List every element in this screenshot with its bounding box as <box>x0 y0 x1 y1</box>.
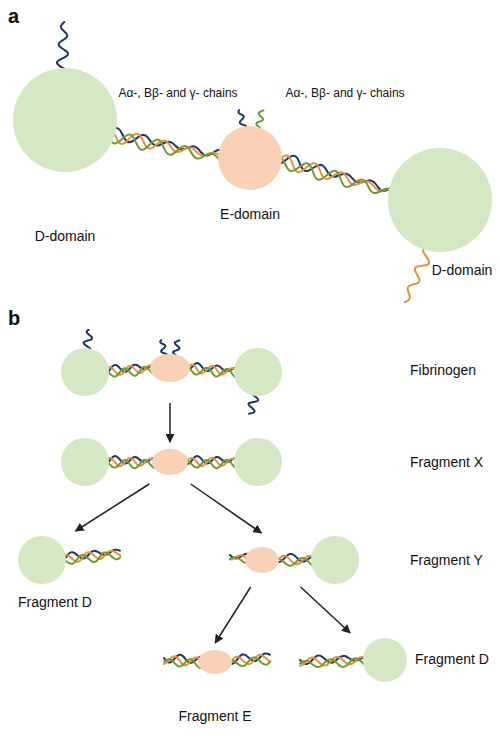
d-domain-circle <box>234 438 282 486</box>
molecule-region: Fragment E <box>160 646 275 678</box>
chain-label: Aα-, Bβ- and γ- chains <box>285 86 404 100</box>
domain-circle: D-domain <box>388 148 492 252</box>
fragment-label: D-domain <box>35 228 96 245</box>
domain-fill <box>13 68 117 172</box>
panel-letter: a <box>8 4 19 28</box>
cleavage-arrow <box>76 484 150 531</box>
domain-shape <box>13 68 117 172</box>
molecule-region: Fragment Y <box>225 536 360 584</box>
domain-fill <box>218 126 282 190</box>
panel-letter: b <box>8 306 20 330</box>
fragment-label: Fibrinogen <box>410 362 476 379</box>
cleavage-arrow <box>169 403 171 442</box>
polypeptide-chain <box>270 155 404 198</box>
d-domain-circle <box>311 536 359 584</box>
polypeptide-chain <box>182 460 240 468</box>
molecule-region: Fragment X <box>55 445 285 481</box>
e-domain-ellipse <box>198 650 232 674</box>
molecule-region: Fragment D <box>295 636 410 684</box>
polypeptide-chain <box>182 367 240 377</box>
e-domain-ellipse <box>150 354 190 382</box>
fragment-label: Fragment D <box>18 594 92 611</box>
domain-shape <box>388 148 492 252</box>
fragment-label: D-domain <box>432 262 493 279</box>
polypeptide-chain <box>95 131 228 162</box>
fragment-label: Fragment Y <box>410 552 483 569</box>
fragment-label: Fragment X <box>410 454 483 471</box>
e-domain-ellipse <box>245 547 279 573</box>
domain-circle: D-domain <box>13 68 117 172</box>
d-domain-circle <box>61 438 109 486</box>
d-domain-circle <box>18 536 66 584</box>
domain-fill <box>388 148 492 252</box>
d-domain-circle <box>61 348 109 396</box>
polypeptide-chain <box>272 157 404 198</box>
cleavage-arrow <box>301 587 351 633</box>
polypeptide-chain <box>405 247 429 302</box>
fragment-label: Fragment E <box>178 708 251 725</box>
d-domain-circle <box>363 638 407 682</box>
cleavage-arrow <box>191 484 262 533</box>
cleavage-arrow <box>215 587 250 643</box>
d-domain-circle <box>234 348 282 396</box>
chain-label: Aα-, Bβ- and γ- chains <box>118 86 237 100</box>
polypeptide-chain <box>226 657 270 666</box>
fragment-label: Fragment D <box>415 651 489 668</box>
fragment-label: E-domain <box>220 206 280 223</box>
polypeptide-chain <box>57 22 68 75</box>
molecule-region: Fragment D <box>15 534 125 586</box>
molecule-region: Fibrinogen <box>55 328 285 400</box>
e-domain-ellipse <box>152 449 188 475</box>
domain-shape <box>218 126 282 190</box>
polypeptide-chain <box>226 655 270 666</box>
domain-circle: E-domain <box>218 126 282 190</box>
polypeptide-chain <box>300 658 372 667</box>
